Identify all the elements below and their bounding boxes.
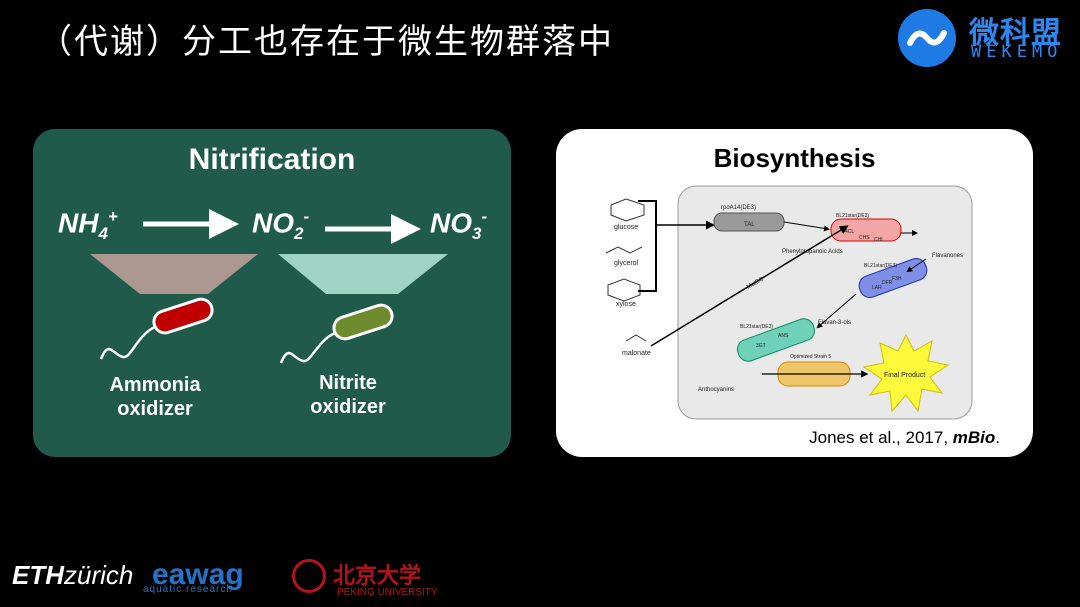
- enzyme-3gt: 3GT: [756, 343, 766, 349]
- enzyme-f3h: F3H: [892, 276, 902, 282]
- pku-name-cn: 北京大学: [333, 563, 422, 589]
- biosynthesis-title: Biosynthesis: [713, 143, 876, 173]
- formula-ammonium: NH4+: [58, 207, 118, 243]
- ammonia-oxidizer-cell: [152, 297, 214, 335]
- malonate-label: malonate: [622, 350, 651, 357]
- strain-box-4: [736, 318, 816, 362]
- formula-nitrite: NO2-: [252, 207, 310, 243]
- enzyme-chs: CHS: [859, 235, 870, 241]
- pku-name-en: PEKING UNIVERSITY: [337, 587, 438, 598]
- enzyme-lar: LAR: [872, 285, 882, 291]
- enzyme-ans: ANS: [778, 333, 789, 339]
- enzyme-chi: CHI: [874, 237, 883, 243]
- pku-seal-icon: [292, 559, 326, 593]
- enzyme-4cl: 4CL: [845, 229, 854, 235]
- funnel-nitrite: [278, 254, 448, 294]
- nitrite-oxidizer-label: Nitrite oxidizer: [310, 372, 386, 418]
- strain-label-5: Optimized Strain 5: [790, 354, 831, 360]
- nitrite-oxidizer-flagellum: [279, 331, 336, 364]
- brand-name-en: WEKEMO: [971, 42, 1063, 62]
- malonate-structure: [625, 334, 647, 342]
- strain-label-1: rpoA14(DE3): [721, 205, 756, 211]
- enzyme-tal: TAL: [744, 222, 755, 228]
- eawag-subtitle: aquatic research: [143, 584, 233, 595]
- final-product-star: [862, 333, 950, 413]
- nitrification-graphic: [90, 209, 448, 364]
- wekemo-logo-icon: [898, 9, 956, 67]
- glycerol-label: glycerol: [614, 260, 639, 267]
- nitrification-title: Nitrification: [188, 143, 356, 176]
- glucose-label: glucose: [614, 224, 638, 231]
- biosynthesis-diagram: glucose glycerol xylose malonate rpoA14(…: [605, 185, 973, 420]
- malonate-arrow: [650, 225, 849, 347]
- nitrite-oxidizer-cell: [332, 303, 394, 341]
- eawag-logo: eawag: [152, 558, 244, 591]
- slide-title: （代谢）分工也存在于微生物群落中: [38, 22, 614, 62]
- ammonia-oxidizer-label: Ammonia oxidizer: [109, 374, 201, 420]
- intermediate-flavan3ols: Flavan-3-ols: [818, 320, 851, 326]
- final-product-label: Final Product: [884, 372, 925, 379]
- enzyme-dfr: DFR: [882, 280, 893, 286]
- strain-label-2: BL21star(DE3): [836, 213, 869, 219]
- glycerol-structure: [605, 246, 643, 254]
- strain-label-4: BL21star(DE3): [740, 324, 773, 330]
- intermediate-anthocyanins: Anthocyanins: [698, 387, 734, 393]
- xylose-label: xylose: [616, 301, 636, 308]
- citation: Jones et al., 2017, mBio.: [809, 428, 1000, 447]
- funnel-ammonia: [90, 254, 258, 294]
- formula-nitrate: NO3-: [430, 207, 488, 243]
- brand-name-cn: 微科盟: [969, 16, 1062, 51]
- biosynthesis-panel: Biosynthesis glucose glycerol xylose mal…: [556, 129, 1033, 457]
- nitrification-panel: Nitrification NH4+ NO2- NO3- Ammonia oxi…: [33, 129, 511, 457]
- glucose-structure: [610, 198, 645, 222]
- strain-box-2: [830, 218, 902, 242]
- ammonia-oxidizer-flagellum: [99, 325, 156, 360]
- intermediate-phenylpropanoic: Phenylpropanoic Acids: [782, 249, 843, 255]
- xylose-structure: [607, 278, 641, 302]
- strain-label-3: BL21star(DE3): [864, 263, 897, 269]
- substrate-bracket: [638, 200, 657, 292]
- eth-zurich-logo: ETHzürich: [12, 560, 134, 590]
- intermediate-flavanones: Flavanones: [932, 253, 963, 259]
